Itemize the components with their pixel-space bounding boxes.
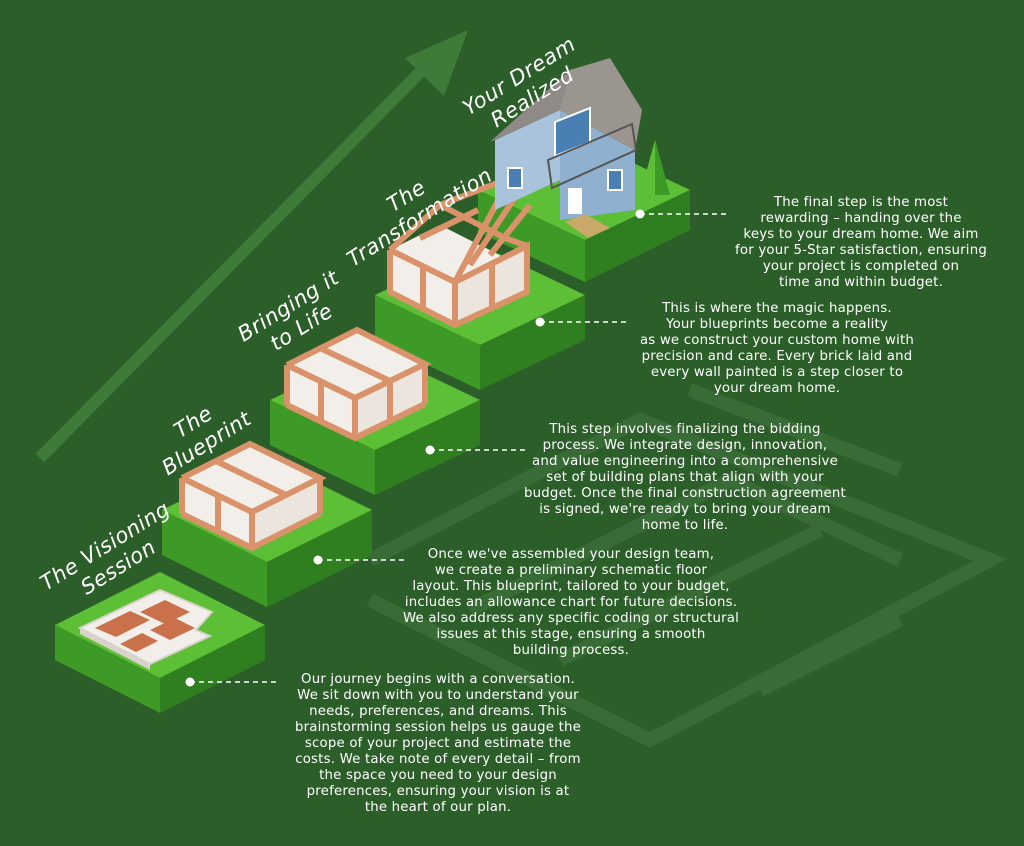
- frame-icon: [179, 440, 327, 552]
- leader-dots: [185, 209, 645, 687]
- step-3-description: This step involves finalizing the biddin…: [524, 422, 846, 533]
- step-5-description: The final step is the most rewarding – h…: [735, 195, 987, 290]
- step-4-description: This is where the magic happens. Your bl…: [639, 301, 915, 396]
- foundation-icon: [77, 588, 214, 670]
- arrow-icon: [35, 30, 468, 463]
- background-blueprint: [366, 383, 1007, 748]
- roof-frame-icon: [387, 175, 533, 329]
- step-1-description: Our journey begins with a conversation. …: [294, 672, 582, 815]
- leader-lines: [190, 213, 730, 683]
- wall-frame-icon: [284, 326, 432, 442]
- tree-icon: [640, 140, 670, 195]
- step-2-description: Once we've assembled your design team, w…: [402, 547, 740, 658]
- house-icon: [490, 58, 642, 238]
